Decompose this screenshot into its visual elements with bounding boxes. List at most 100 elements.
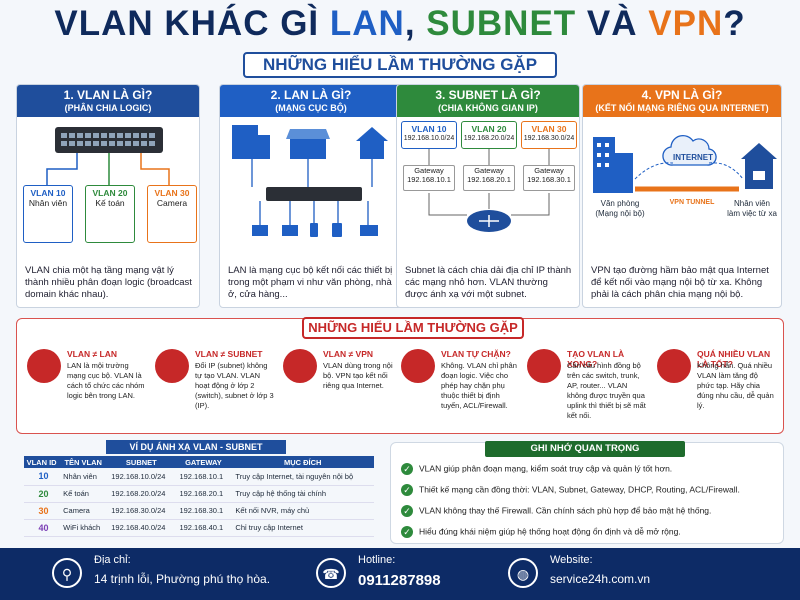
website-value[interactable]: service24h.com.vn xyxy=(550,572,651,586)
misconceptions-title: NHỮNG HIỂU LẦM THƯỜNG GẶP xyxy=(302,317,524,339)
shield-x-icon xyxy=(401,349,435,383)
cell: WiFi khách xyxy=(59,519,108,537)
cloud-icon xyxy=(662,134,717,166)
cell: Camera xyxy=(59,502,108,520)
cell: 192.168.20.1 xyxy=(175,485,232,503)
location-pin-icon: ⚲ xyxy=(52,558,82,588)
vlan-description: VLAN chia một hạ tầng mạng vật lý thành … xyxy=(25,265,192,300)
panel-subtitle: (PHÂN CHIA LOGIC) xyxy=(64,103,152,113)
cell: 192.168.10.1 xyxy=(175,468,232,486)
internet-label: INTERNET xyxy=(673,153,713,162)
note-text: Thiết kế mạng cần đồng thời: VLAN, Subne… xyxy=(419,484,740,495)
vpn-tunnel-label: VPN TUNNEL xyxy=(669,199,715,206)
phone-icon: ☎ xyxy=(316,558,346,588)
cell: 192.168.30.1 xyxy=(175,502,232,520)
cell: Kết nối NVR, máy chủ xyxy=(231,502,374,520)
vpn-illustration: INTERNET VPN TUNNEL Văn phòng (Mạng nội … xyxy=(583,117,781,265)
subnet-diagram xyxy=(428,149,550,232)
mapping-table: VLAN ID TÊN VLAN SUBNET GATEWAY MỤC ĐÍCH… xyxy=(24,456,374,537)
vlan-name: VLAN 10 xyxy=(30,188,66,198)
misconception-head: VLAN TỰ CHẶN? xyxy=(441,349,511,359)
vpn-panel-header: 4. VPN LÀ GÌ? (KẾT NỐI MẠNG RIÊNG QUA IN… xyxy=(583,85,781,117)
title-part: VÀ xyxy=(576,4,649,43)
vlan-name: VLAN 20 xyxy=(92,188,128,198)
title-vpn: VPN xyxy=(648,4,724,43)
gateway-ip: 192.168.20.1 xyxy=(467,175,511,184)
panel-subtitle: (CHIA KHÔNG GIAN IP) xyxy=(438,103,538,113)
vlan-name: VLAN 10 xyxy=(411,124,447,134)
office-building-icon xyxy=(232,125,270,159)
col-header: TÊN VLAN xyxy=(59,456,108,468)
cell: Kế toán xyxy=(59,485,108,503)
check-icon: ✓ xyxy=(401,484,413,496)
misconception-text: Không. VLAN chỉ phân đoạn logic. Việc ch… xyxy=(441,361,517,410)
laptop-icon xyxy=(282,225,298,236)
note-text: Hiểu đúng khái niệm giúp hệ thống hoạt đ… xyxy=(419,526,681,537)
mapping-title: VÍ DỤ ÁNH XẠ VLAN - SUBNET xyxy=(106,440,286,454)
cell: Truy cập Internet, tài nguyên nội bộ xyxy=(231,468,374,486)
col-header: VLAN ID xyxy=(24,456,60,468)
office-building-icon xyxy=(593,137,633,193)
house-icon xyxy=(741,143,777,189)
printer-icon xyxy=(360,225,378,236)
notes-title: GHI NHỚ QUAN TRỌNG xyxy=(485,441,685,457)
hotline-value[interactable]: 0911287898 xyxy=(358,572,441,589)
store-icon xyxy=(286,129,330,159)
note-item: ✓VLAN giúp phân đoạn mạng, kiểm soát tru… xyxy=(401,463,672,475)
vlan-label: Nhân viên xyxy=(28,198,68,208)
checklist-icon xyxy=(657,349,691,383)
globe-icon: ◍ xyxy=(508,558,538,588)
website-label: Website: xyxy=(550,554,593,566)
vlan-name: VLAN 30 xyxy=(154,188,190,198)
house-icon xyxy=(356,127,388,159)
panel-subtitle: (KẾT NỐI MẠNG RIÊNG QUA INTERNET) xyxy=(595,103,769,113)
address-value: 14 trịnh lỗi, Phường phú thọ hòa. xyxy=(94,572,271,586)
subnet-panel-header: 3. SUBNET LÀ GÌ? (CHIA KHÔNG GIAN IP) xyxy=(397,85,579,117)
mapping-section: VÍ DỤ ÁNH XẠ VLAN - SUBNET VLAN ID TÊN V… xyxy=(16,440,382,544)
lan-illustration xyxy=(220,117,402,265)
vlan-label: Kế toán xyxy=(95,198,125,208)
title-part: , xyxy=(404,4,427,43)
gateway-label: Gateway xyxy=(474,166,504,175)
office-label: Văn phòng (Mạng nội bộ) xyxy=(595,199,645,218)
misconceptions-panel: NHỮNG HIỂU LẦM THƯỜNG GẶP VLAN ≠ LAN LAN… xyxy=(16,317,784,434)
vpn-description: VPN tạo đường hầm bảo mật qua Internet đ… xyxy=(591,265,769,300)
switch-icon xyxy=(527,349,561,383)
check-icon: ✓ xyxy=(401,505,413,517)
title-subnet: SUBNET xyxy=(426,4,577,43)
lan-panel-header: 2. LAN LÀ GÌ? (MẠNG CỤC BỘ) xyxy=(220,85,402,117)
vpn-panel: 4. VPN LÀ GÌ? (KẾT NỐI MẠNG RIÊNG QUA IN… xyxy=(582,84,782,308)
page-title: VLAN KHÁC GÌ LAN, SUBNET VÀ VPN? xyxy=(0,4,800,44)
misconception-head: VLAN ≠ SUBNET xyxy=(195,349,263,359)
laptop-icon xyxy=(753,171,765,180)
misconception-text: LAN là mội trường mạng cục bộ. VLAN là c… xyxy=(67,361,145,400)
cell: 40 xyxy=(24,519,60,537)
subnet-panel: 3. SUBNET LÀ GÌ? (CHIA KHÔNG GIAN IP) VL… xyxy=(396,84,580,308)
subtitle-banner: NHỮNG HIỂU LẦM THƯỜNG GẶP xyxy=(243,52,557,78)
col-header: GATEWAY xyxy=(175,456,232,468)
panel-subtitle: (MẠNG CỤC BỘ) xyxy=(275,103,347,113)
misconception-text: Cần cấu hình đồng bộ trên các switch, tr… xyxy=(567,361,646,420)
vlan-label: Camera xyxy=(156,198,188,208)
check-icon: ✓ xyxy=(401,526,413,538)
cell: 192.168.30.0/24 xyxy=(107,502,176,520)
note-text: VLAN không thay thế Firewall. Cần chính … xyxy=(419,505,712,516)
panel-title: 2. LAN LÀ GÌ? xyxy=(270,88,352,102)
col-header: MỤC ĐÍCH xyxy=(231,456,374,468)
lan-panel: 2. LAN LÀ GÌ? (MẠNG CỤC BỘ) LAN là mạng … xyxy=(219,84,403,308)
lan-diagram xyxy=(232,125,388,237)
panel-title: 4. VPN LÀ GÌ? xyxy=(641,88,723,102)
address-label: Địa chỉ: xyxy=(94,554,131,566)
cell: 20 xyxy=(24,485,60,503)
gateway-label: Gateway xyxy=(414,166,444,175)
cell: 10 xyxy=(24,468,60,486)
